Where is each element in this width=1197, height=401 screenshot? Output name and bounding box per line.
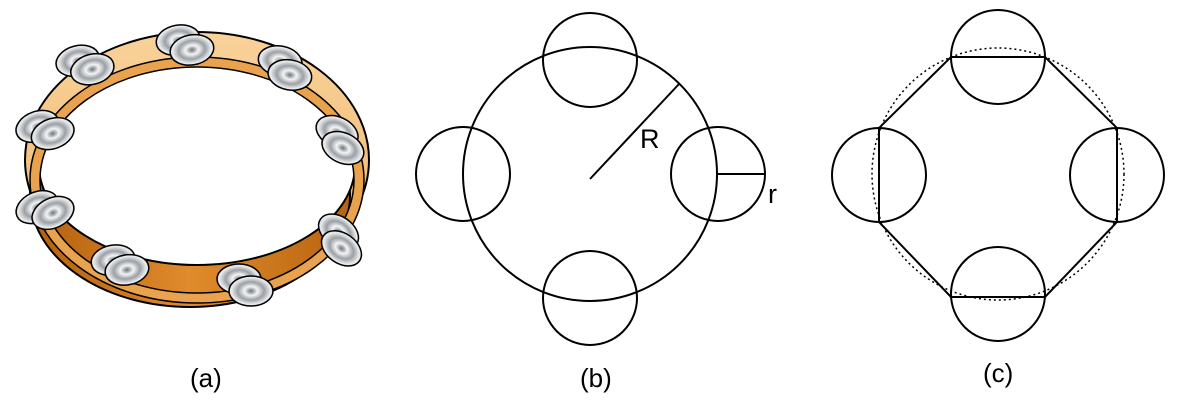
jingle-icon <box>15 189 75 231</box>
diagram-c <box>831 9 1165 342</box>
small-circle-bottom <box>542 250 638 346</box>
jingle-icon <box>155 24 215 66</box>
caption-b: (b) <box>580 363 612 393</box>
big-radius-line <box>589 83 680 180</box>
small-circle-bottom <box>950 246 1046 342</box>
diagram-b: R r <box>415 12 777 346</box>
small-radius-label: r <box>768 179 777 209</box>
octagon <box>878 56 1118 298</box>
jingle-icon <box>55 44 115 86</box>
jingle-icon <box>257 45 313 91</box>
small-circle-top <box>542 12 638 108</box>
caption-a: (a) <box>190 363 222 393</box>
tambourine-illustration <box>15 24 370 308</box>
caption-c: (c) <box>983 358 1013 388</box>
big-radius-label: R <box>640 124 660 154</box>
jingle-icon <box>15 109 75 151</box>
jingle-icon <box>90 244 150 286</box>
jingle-icon <box>216 263 274 307</box>
jingle-group <box>15 24 365 307</box>
jingle-icon <box>317 213 363 267</box>
dotted-circumcircle <box>871 47 1125 301</box>
large-circle <box>462 46 718 302</box>
small-circle-left <box>415 126 511 222</box>
jingle-icon <box>315 114 365 166</box>
